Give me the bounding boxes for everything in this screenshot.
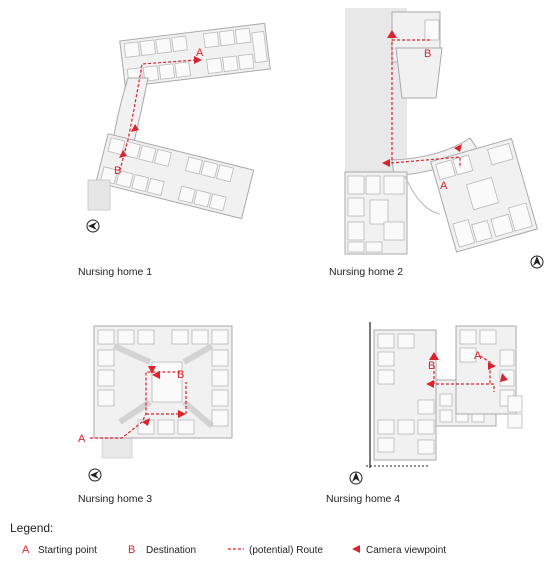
north-arrow-icon <box>88 468 102 482</box>
camera-viewpoint-icon <box>119 150 127 158</box>
camera-viewpoint-icon <box>152 371 160 379</box>
legend-title: Legend: <box>10 521 53 535</box>
camera-viewpoint-icon <box>429 352 439 360</box>
caption-nursing-home-2: Nursing home 2 <box>329 266 403 278</box>
north-arrow-icon <box>530 255 544 269</box>
legend-label-camera: Camera viewpoint <box>366 545 446 556</box>
panel-nursing-home-1: A B Nursing home 1 <box>78 22 271 278</box>
legend-symbol-start: A <box>22 544 30 556</box>
legend: Legend: A Starting point B Destination (… <box>10 521 446 556</box>
destination-marker: B <box>424 48 431 60</box>
caption-nursing-home-3: Nursing home 3 <box>78 493 152 505</box>
camera-viewpoint-icon <box>382 159 390 167</box>
camera-viewpoint-icon <box>387 30 397 38</box>
panel-nursing-home-3: B A Nursing home 3 <box>78 325 233 505</box>
plan-1-bottom-wing <box>95 133 255 220</box>
start-marker: A <box>474 350 482 362</box>
camera-viewpoint-icon <box>500 373 508 382</box>
legend-label-start: Starting point <box>38 545 97 556</box>
route-line-3 <box>90 371 180 439</box>
route-line-2 <box>391 39 461 168</box>
camera-viewpoint-icon <box>352 545 360 553</box>
camera-viewpoint-icon <box>178 410 186 418</box>
route-line-4 <box>433 366 495 392</box>
legend-label-route: (potential) Route <box>249 545 323 556</box>
plan-1-top-wing <box>119 22 271 88</box>
camera-viewpoint-icon <box>488 362 496 370</box>
panel-nursing-home-4: B A Nursing home 4 <box>326 322 523 505</box>
camera-viewpoint-icon <box>142 418 150 426</box>
plan-2-right-block <box>430 137 538 253</box>
caption-nursing-home-4: Nursing home 4 <box>326 493 400 505</box>
destination-marker: B <box>177 369 184 381</box>
start-marker: A <box>440 180 448 192</box>
legend-label-destination: Destination <box>146 545 196 556</box>
panel-nursing-home-2: B A Nursing home 2 <box>329 8 544 278</box>
camera-viewpoint-icon <box>426 380 434 388</box>
north-arrow-icon <box>86 219 100 233</box>
start-marker: A <box>78 433 86 445</box>
legend-symbol-destination: B <box>128 544 135 556</box>
plan-1-annex <box>87 179 111 211</box>
north-arrow-icon <box>349 471 363 485</box>
camera-viewpoint-icon <box>194 56 202 64</box>
camera-viewpoint-icon <box>148 366 156 374</box>
camera-viewpoint-icon <box>454 144 462 152</box>
route-line-4b <box>479 355 491 384</box>
start-marker: A <box>196 47 204 59</box>
plan-2-top-room <box>395 47 443 99</box>
destination-marker: B <box>114 165 121 177</box>
destination-marker: B <box>428 360 435 372</box>
route-line-1 <box>119 59 197 171</box>
caption-nursing-home-1: Nursing home 1 <box>78 266 152 278</box>
camera-viewpoint-icon <box>131 124 139 132</box>
